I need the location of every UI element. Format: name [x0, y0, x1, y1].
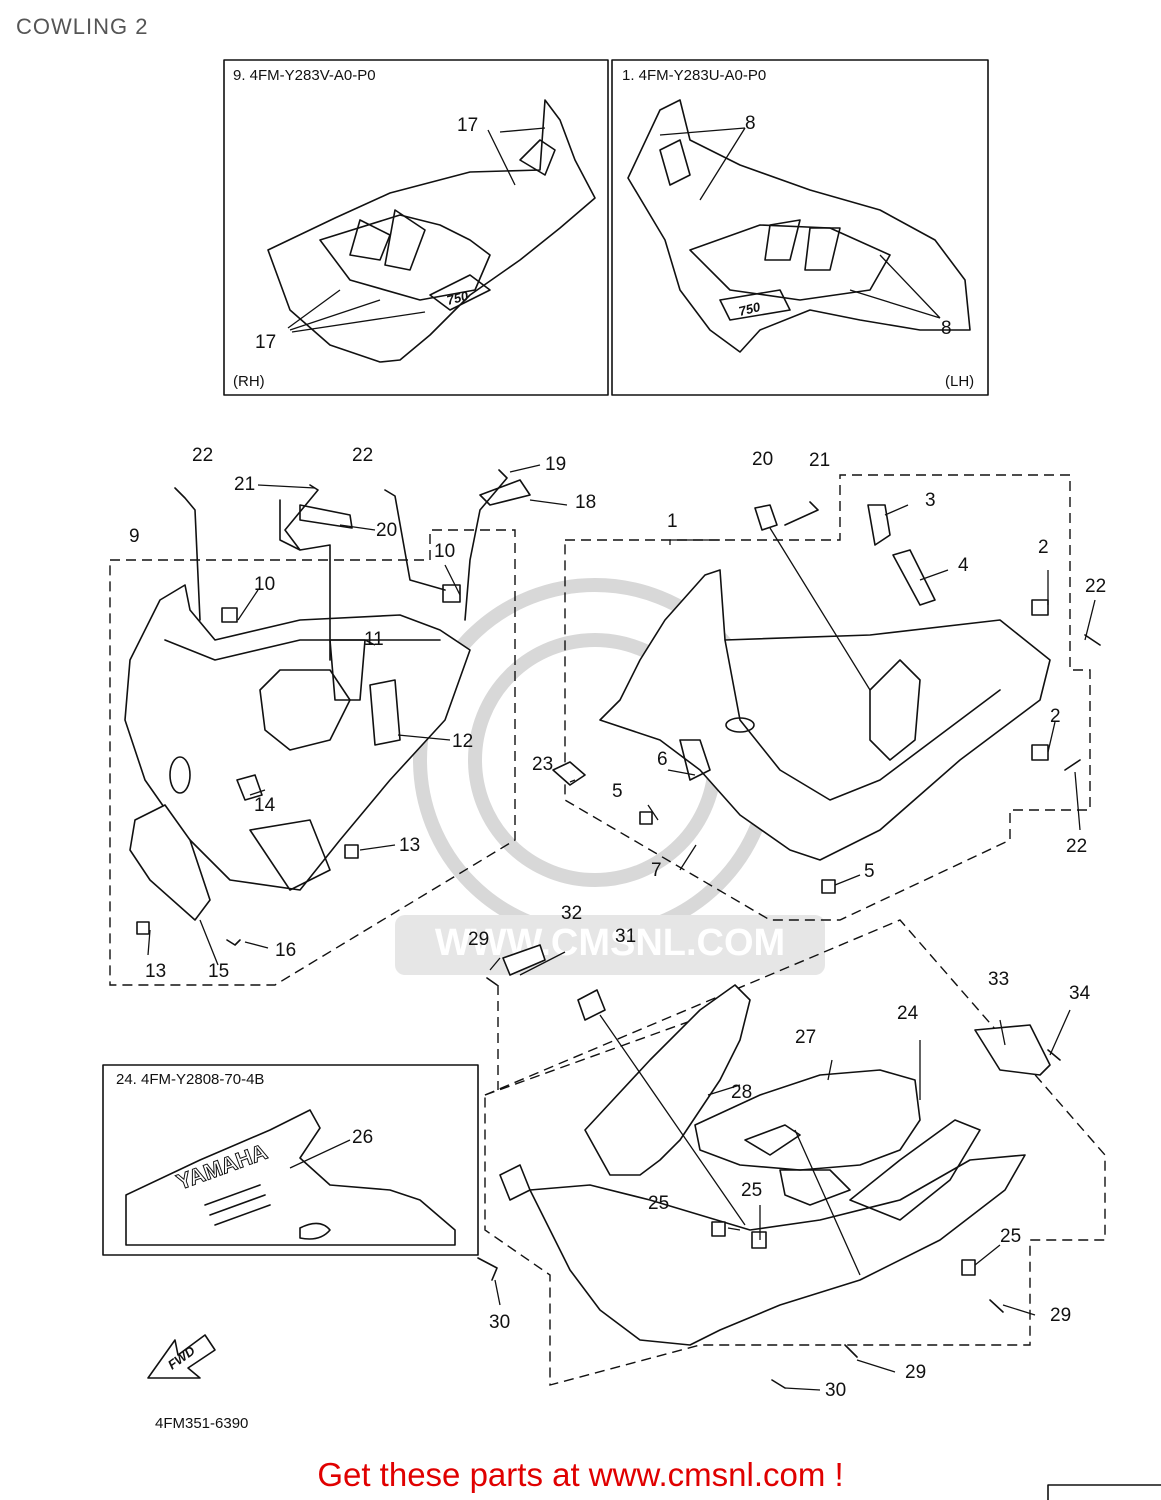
callout-15: 15 [208, 961, 229, 982]
callout-5-b: 5 [864, 861, 875, 882]
callout-22-a: 22 [192, 445, 213, 466]
decal-box-under: 24. 4FM-Y2808-70-4B YAMAHA 26 24 [102, 1064, 479, 1256]
decal-box-lh-side: (LH) [945, 373, 974, 390]
callout-25-c: 25 [1000, 1226, 1021, 1247]
callout-25-a: 25 [648, 1193, 669, 1214]
callout-7: 7 [651, 860, 662, 881]
callout-21-b: 21 [809, 450, 830, 471]
callout-10-a: 10 [434, 541, 455, 562]
callout-22-d: 22 [1066, 836, 1087, 857]
callout-22-b: 22 [352, 445, 373, 466]
decal-box-rh-header: 9. 4FM-Y283V-A0-P0 [233, 67, 376, 84]
lh-side-cowling-group: 20 21 1 3 4 2 22 2 22 23 6 5 7 5 [532, 449, 1106, 921]
callout-8-lh-top: 8 [745, 113, 756, 134]
callout-28: 28 [731, 1082, 752, 1103]
callout-5-a: 5 [612, 781, 623, 802]
callout-3: 3 [925, 490, 936, 511]
cta-link[interactable]: Get these parts at www.cmsnl.com ! [317, 1456, 844, 1493]
callout-2-a: 2 [1038, 537, 1049, 558]
callout-24: 24 [897, 1003, 919, 1024]
decal-box-lh-header: 1. 4FM-Y283U-A0-P0 [622, 67, 766, 84]
callout-17-rh-top: 17 [457, 115, 478, 136]
callout-20-b: 20 [752, 449, 773, 470]
watermark: WWW.CMSNL.COM [395, 578, 825, 975]
callout-12: 12 [452, 731, 473, 752]
rh-side-cowling-group: 22 21 22 19 18 20 9 10 10 11 12 14 13 16… [109, 445, 596, 986]
callout-26: 26 [352, 1127, 373, 1148]
callout-34: 34 [1069, 983, 1091, 1004]
decal-box-rh: 9. 4FM-Y283V-A0-P0 (RH) 750 17 17 [223, 59, 609, 396]
callout-8-lh-bottom: 8 [941, 318, 952, 339]
callout-1: 1 [667, 511, 678, 532]
callout-22-c: 22 [1085, 576, 1106, 597]
page-title: COWLING 2 [16, 14, 149, 39]
callout-29-c: 29 [905, 1362, 926, 1383]
decal-box-under-header: 24. 4FM-Y2808-70-4B [116, 1071, 264, 1088]
callout-27: 27 [795, 1027, 816, 1048]
corner-mark [1047, 1484, 1161, 1500]
callout-17-rh-bottom: 17 [255, 332, 276, 353]
callout-30-a: 30 [489, 1312, 510, 1333]
callout-16: 16 [275, 940, 296, 961]
diagram-code: 4FM351-6390 [155, 1415, 248, 1432]
decal-box-rh-side: (RH) [233, 373, 265, 390]
callout-19: 19 [545, 454, 566, 475]
callout-21-a: 21 [234, 474, 255, 495]
callout-29-a: 29 [468, 929, 489, 950]
under-cowling-group: 32 29 31 24 33 34 27 28 25 25 25 29 30 2… [468, 903, 1106, 1401]
callout-14: 14 [254, 795, 276, 816]
callout-20-a: 20 [376, 520, 397, 541]
callout-31: 31 [615, 926, 636, 947]
callout-13-a: 13 [399, 835, 420, 856]
callout-25-b: 25 [741, 1180, 762, 1201]
callout-10-b: 10 [254, 574, 275, 595]
fwd-arrow-icon: FWD [147, 1334, 216, 1379]
decal-lh-750: 750 [737, 299, 762, 319]
decal-rh-750: 750 [445, 288, 470, 308]
callout-29-b: 29 [1050, 1305, 1071, 1326]
callout-11: 11 [364, 629, 384, 650]
callout-4: 4 [958, 555, 969, 576]
callout-30-b: 30 [825, 1380, 846, 1401]
decal-box-lh: 1. 4FM-Y283U-A0-P0 (LH) 750 8 8 [611, 59, 989, 396]
watermark-text: WWW.CMSNL.COM [435, 922, 785, 964]
callout-6: 6 [657, 749, 668, 770]
callout-9: 9 [129, 526, 140, 547]
callout-23: 23 [532, 754, 553, 775]
callout-33: 33 [988, 969, 1009, 990]
callout-18: 18 [575, 492, 596, 513]
callout-32: 32 [561, 903, 582, 924]
callout-13-b: 13 [145, 961, 166, 982]
callout-2-b: 2 [1050, 706, 1061, 727]
